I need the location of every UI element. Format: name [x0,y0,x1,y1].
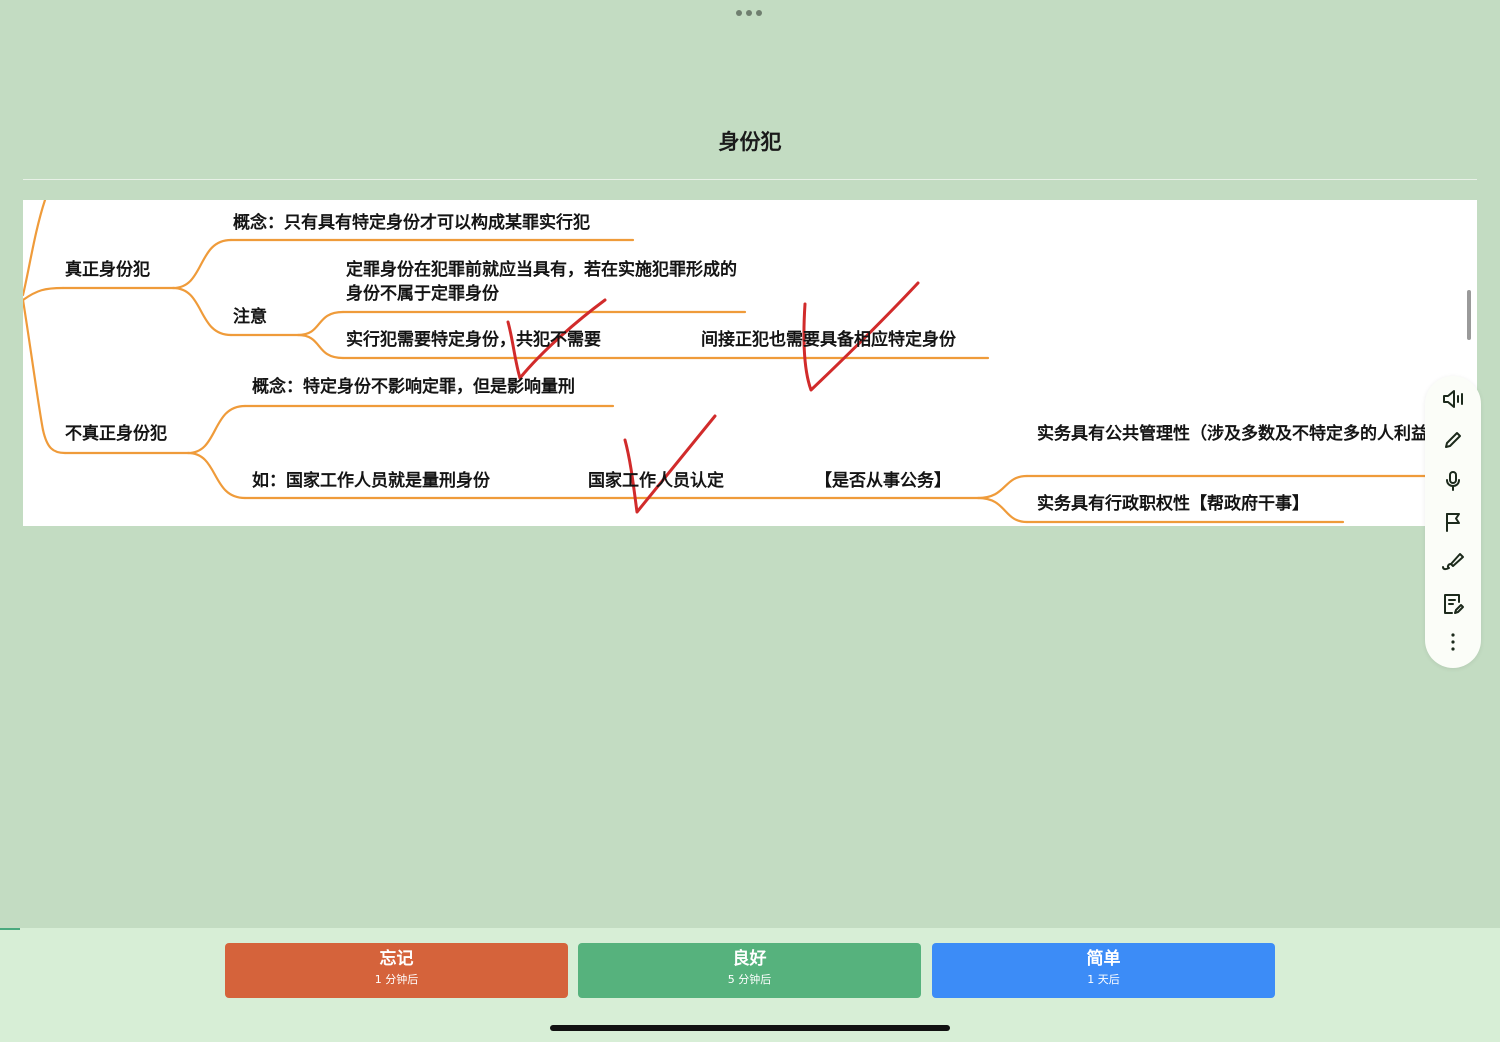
card-title: 身份犯 [718,130,782,154]
easy-interval: 1 天后 [1087,973,1120,986]
edge-tab-indicator [0,928,20,930]
node-public-duty-2[interactable]: 实务具有行政职权性【帮政府干事】 [1037,494,1309,514]
node-attention-2-child[interactable]: 间接正犯也需要具备相应特定身份 [701,330,956,350]
node-public-duty-1[interactable]: 实务具有公共管理性（涉及多数及不特定多的人利益） [1037,424,1445,444]
flag-icon[interactable] [1439,508,1467,536]
node-attention[interactable]: 注意 [233,307,267,327]
mindmap-canvas[interactable]: 真正身份犯 概念：只有具有特定身份才可以构成某罪实行犯 注意 定罪身份在犯罪前就… [23,200,1477,526]
dot [736,10,742,16]
good-interval: 5 分钟后 [727,973,772,986]
forgot-interval: 1 分钟后 [374,973,419,986]
title-divider [23,179,1477,180]
speaker-icon[interactable] [1439,385,1467,413]
node-true-concept[interactable]: 概念：只有具有特定身份才可以构成某罪实行犯 [233,213,590,233]
node-attention-2[interactable]: 实行犯需要特定身份，共犯不需要 [346,330,601,350]
node-public-duty[interactable]: 【是否从事公务】 [815,471,951,491]
more-options-handle[interactable] [736,10,762,16]
scrollbar-thumb[interactable] [1467,290,1471,340]
check-annotations [506,281,920,514]
good-button[interactable]: 良好 5 分钟后 [578,943,921,998]
node-example[interactable]: 如：国家工作人员就是量刑身份 [252,471,490,491]
more-vertical-icon[interactable] [1439,628,1467,656]
brush-icon[interactable] [1439,549,1467,577]
home-indicator[interactable] [550,1025,950,1031]
dot [756,10,762,16]
good-label: 良好 [732,949,767,969]
node-example-child[interactable]: 国家工作人员认定 [588,471,724,491]
note-edit-icon[interactable] [1439,590,1467,618]
forgot-label: 忘记 [379,949,414,969]
pencil-icon[interactable] [1439,426,1467,454]
microphone-icon[interactable] [1439,467,1467,495]
node-true-identity[interactable]: 真正身份犯 [65,260,150,280]
mindmap-branches [23,200,1477,524]
node-false-concept[interactable]: 概念：特定身份不影响定罪，但是影响量刑 [252,377,575,397]
node-attention-1[interactable]: 定罪身份在犯罪前就应当具有，若在实施犯罪形成的身份不属于定罪身份 [346,260,737,304]
easy-label: 简单 [1086,949,1121,969]
easy-button[interactable]: 简单 1 天后 [932,943,1275,998]
dot [746,10,752,16]
forgot-button[interactable]: 忘记 1 分钟后 [225,943,568,998]
node-false-identity[interactable]: 不真正身份犯 [65,424,167,444]
side-toolbar [1425,376,1481,668]
